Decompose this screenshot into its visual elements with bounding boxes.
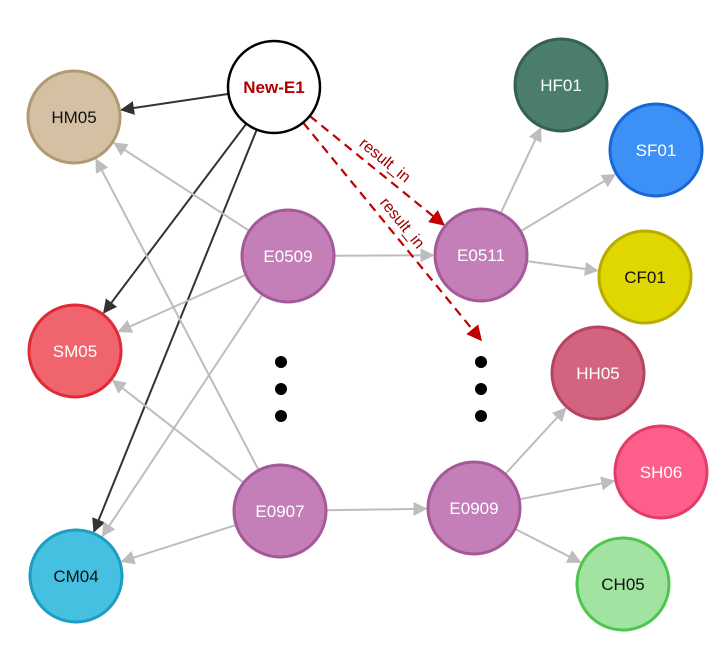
- edge-e0907-to-sm05: [111, 379, 245, 484]
- edge-e0909-to-hh05: [504, 407, 567, 475]
- node-e0909: E0909: [426, 460, 522, 556]
- node-hh05: HH05: [550, 325, 646, 421]
- node-hf01: HF01: [513, 37, 609, 133]
- edge-e0511-to-sf01: [519, 173, 617, 233]
- node-circle: [426, 460, 522, 556]
- node-sf01: SF01: [608, 102, 704, 198]
- edge-e0909-to-sh06: [518, 476, 616, 501]
- node-label: New-E1: [243, 78, 304, 97]
- node-circle: [597, 229, 693, 325]
- node-label: HH05: [576, 364, 619, 383]
- node-ch05: CH05: [575, 536, 671, 632]
- edge-e0509-to-sm05: [117, 273, 247, 333]
- edge-e0509-to-hm05: [113, 142, 250, 232]
- node-cf01: CF01: [597, 229, 693, 325]
- edge-e0907-to-cm04: [120, 524, 237, 565]
- edge-e0909-to-ch05: [514, 528, 582, 564]
- edge-e0907-to-e0909: [325, 501, 428, 516]
- ellipsis-right: [475, 356, 487, 422]
- node-circle: [613, 424, 709, 520]
- node-circle: [27, 303, 123, 399]
- ellipsis-left: [275, 356, 287, 422]
- node-e0907: E0907: [232, 463, 328, 559]
- node-circle: [550, 325, 646, 421]
- edge-new_e1-to-sm05: [103, 123, 248, 314]
- node-label: E0511: [457, 246, 505, 265]
- node-sh06: SH06: [613, 424, 709, 520]
- node-new-e1: New-E1: [226, 39, 322, 135]
- node-label: CM04: [53, 567, 98, 586]
- node-label: E0909: [449, 499, 498, 518]
- node-circle: [232, 463, 328, 559]
- edge-new_e1-to-hm05: [120, 92, 229, 115]
- node-circle: [433, 207, 529, 303]
- edge-new_e1-to-e0511: [309, 115, 445, 226]
- node-circle: [28, 528, 124, 624]
- node-label: SM05: [53, 342, 97, 361]
- node-label: SH06: [640, 463, 683, 482]
- edges: [92, 92, 617, 565]
- node-e0509: E0509: [240, 208, 336, 304]
- node-hm05: HM05: [26, 69, 122, 165]
- edge-e0511-to-cf01: [526, 260, 599, 276]
- node-label: E0509: [263, 247, 312, 266]
- edge-e0907-to-hm05: [95, 158, 260, 471]
- node-label: E0907: [255, 502, 304, 521]
- node-circle: [226, 39, 322, 135]
- node-label: HF01: [540, 76, 582, 95]
- node-label: SF01: [636, 141, 677, 160]
- node-label: HM05: [51, 108, 96, 127]
- node-e0511: E0511: [433, 207, 529, 303]
- node-circle: [575, 536, 671, 632]
- edge-e0509-to-e0511: [333, 248, 435, 263]
- node-sm05: SM05: [27, 303, 123, 399]
- node-label: CH05: [601, 575, 644, 594]
- edge-new_e1-to-ellipsis-right: [302, 121, 482, 342]
- node-cm04: CM04: [28, 528, 124, 624]
- edge-e0509-to-cm04: [101, 293, 264, 538]
- edge-label-result-in: result_in: [356, 135, 414, 186]
- node-circle: [513, 37, 609, 133]
- edge-e0511-to-hf01: [499, 127, 542, 214]
- node-circle: [240, 208, 336, 304]
- edge-new_e1-to-cm04: [92, 129, 258, 533]
- node-label: CF01: [624, 268, 666, 287]
- node-circle: [26, 69, 122, 165]
- node-circle: [608, 102, 704, 198]
